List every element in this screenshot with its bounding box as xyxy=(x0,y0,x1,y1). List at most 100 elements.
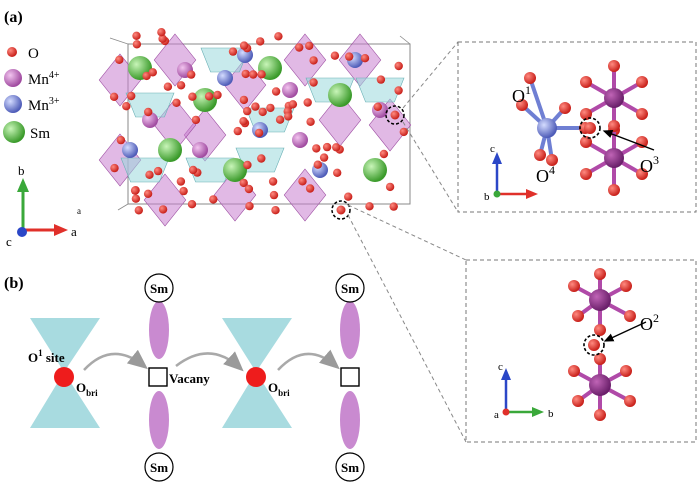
highlight-o2-site xyxy=(331,200,351,220)
oxygen-atom xyxy=(624,395,636,407)
oxygen-atom xyxy=(588,339,600,351)
svg-text:b: b xyxy=(548,408,554,420)
oxygen-atom xyxy=(608,120,620,132)
oxygen-atom xyxy=(239,41,249,50)
oxygen-atom xyxy=(559,102,571,114)
oxygen-atom xyxy=(257,154,266,163)
oxygen-atom xyxy=(269,190,279,200)
mn4-atom xyxy=(589,374,611,396)
panel-a-label: (a) xyxy=(4,9,23,26)
svg-text:b: b xyxy=(484,191,490,203)
oxygen-atom xyxy=(636,168,648,180)
label-o4: O4 xyxy=(536,163,555,186)
obri-label-2: Obri xyxy=(268,380,290,398)
oxygen-atom xyxy=(271,87,281,96)
oxygen-atom-o3 xyxy=(390,110,400,120)
oxygen-atom xyxy=(204,92,214,101)
oxygen-atom xyxy=(360,54,370,63)
oxygen-atom xyxy=(256,37,265,46)
vacancy-square-1 xyxy=(148,367,168,387)
oxygen-atom xyxy=(568,280,580,292)
sm-circle-2-top: Sm xyxy=(335,273,365,303)
vacancy-square-2 xyxy=(340,367,360,387)
oxygen-atom xyxy=(636,76,648,88)
axes-inset-top: c b xyxy=(484,143,538,203)
oxygen-atom xyxy=(385,182,395,192)
oxygen-atom xyxy=(130,186,140,195)
oxygen-atom xyxy=(330,51,340,60)
oxygen-atom xyxy=(176,177,186,186)
ellipse-1-top xyxy=(149,301,169,359)
oxygen-atom xyxy=(580,76,592,88)
octahedron-mn4 xyxy=(283,168,327,222)
sm-atom xyxy=(158,138,182,162)
oxygen-atom xyxy=(624,310,636,322)
hourglass-1 xyxy=(30,318,100,428)
mn-atom xyxy=(292,132,308,148)
hop-arrow-2 xyxy=(175,351,244,372)
oxygen-atom xyxy=(572,395,584,407)
oxygen-atom xyxy=(239,117,248,126)
oxygen-atom xyxy=(594,268,606,280)
oxygen-atom xyxy=(333,168,342,177)
oxygen-atom xyxy=(176,81,186,90)
oxygen-atom xyxy=(163,82,173,91)
oxygen-atom xyxy=(313,160,322,169)
oxygen-atom xyxy=(516,99,528,111)
oxygen-atom xyxy=(213,90,222,100)
octahedron-mn4 xyxy=(283,33,327,87)
oxygen-atom xyxy=(594,409,606,421)
highlight-o3-site xyxy=(385,105,405,125)
oxygen-atom xyxy=(584,122,596,134)
oxygen-atom xyxy=(243,106,252,116)
legend-mn4: Mn4+ xyxy=(4,69,60,88)
mn4-atom xyxy=(604,148,624,168)
ellipse-1-bottom xyxy=(149,391,169,449)
svg-text:c: c xyxy=(490,143,495,155)
oxygen-atom xyxy=(572,310,584,322)
oxygen-atom xyxy=(228,47,238,56)
oxygen-atom xyxy=(266,103,275,113)
legend-sm: Sm xyxy=(3,121,50,143)
oxygen-atom xyxy=(376,75,386,84)
stray-axis-label: a xyxy=(77,206,81,216)
highlight-o2 xyxy=(583,334,605,356)
oxygen-atom xyxy=(115,55,124,64)
obri-label-1: Obri xyxy=(76,380,98,398)
oxygen-atom xyxy=(153,166,163,176)
label-o3: O3 xyxy=(640,153,659,176)
oxygen-atom xyxy=(620,280,632,292)
oxygen-atom xyxy=(312,144,321,153)
oxygen-atom xyxy=(322,142,332,152)
obri-atom-2 xyxy=(246,367,266,387)
legend-mn3: Mn3+ xyxy=(4,95,60,114)
oxygen-atom xyxy=(275,115,285,124)
oxygen-atom xyxy=(209,195,218,204)
ellipse-2-top xyxy=(340,301,360,359)
sm-circle-2-bottom: Sm xyxy=(335,452,365,482)
oxygen-atom xyxy=(254,128,264,138)
sm-atom xyxy=(328,83,352,107)
oxygen-atom xyxy=(233,126,242,136)
oxygen-atom xyxy=(257,70,266,79)
oxygen-atom xyxy=(379,149,389,159)
svg-text:c: c xyxy=(6,234,12,249)
svg-text:Sm: Sm xyxy=(150,281,168,296)
svg-text:c: c xyxy=(498,361,503,373)
hourglass-2 xyxy=(222,318,292,428)
oxygen-atom xyxy=(249,70,258,79)
oxygen-atom xyxy=(303,98,312,107)
oxygen-atom xyxy=(148,68,157,77)
svg-text:Mn4+: Mn4+ xyxy=(28,70,60,88)
oxygen-atom xyxy=(305,184,315,193)
oxygen-atom xyxy=(145,170,154,179)
arrow-o2 xyxy=(603,321,647,342)
oxygen-atom xyxy=(295,43,304,52)
oxygen-atom xyxy=(158,205,168,214)
octahedron-mn3 xyxy=(355,77,405,103)
svg-text:a: a xyxy=(71,224,77,239)
svg-text:O: O xyxy=(28,46,39,62)
oxygen-atom xyxy=(534,149,546,161)
oxygen-atom xyxy=(332,143,341,152)
oxygen-atom xyxy=(389,202,398,211)
